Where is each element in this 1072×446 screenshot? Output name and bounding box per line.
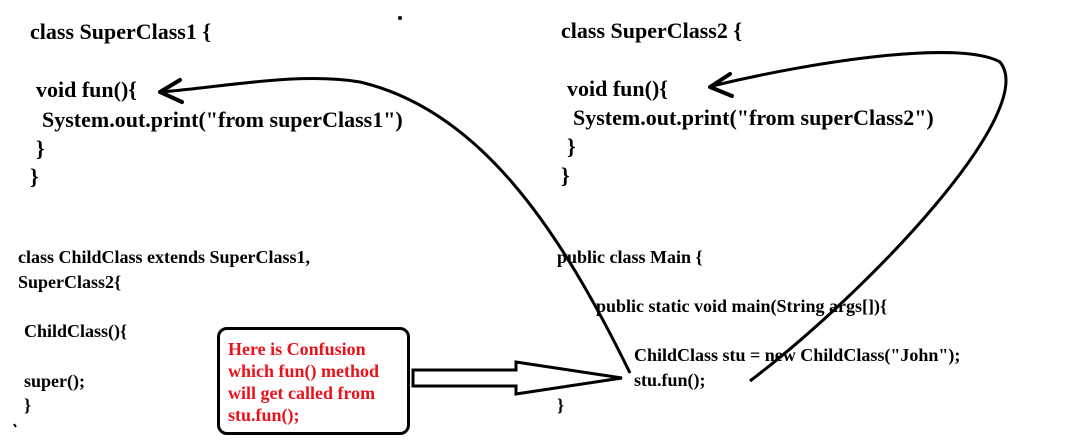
superclass2-close-class: } [561,163,570,188]
superclass1-method: void fun(){ [36,77,137,102]
superclass1-close-class: } [30,164,39,189]
childclass-header-line1: class ChildClass extends SuperClass1, [18,247,311,267]
superclass1-header: class SuperClass1 { [30,19,212,44]
callout-line-4: stu.fun(); [228,405,300,425]
callout-line-1: Here is Confusion [228,339,366,359]
childclass-super-call: super(); [24,371,85,391]
superclass1-print: System.out.print("from superClass1") [42,107,403,132]
confusion-callout: Here is Confusion which fun() method wil… [217,327,410,435]
superclass2-close-method: } [567,134,576,159]
stray-dot [398,16,402,20]
main-method-header: public static void main(String args[]){ [596,296,888,316]
main-line-stu-fun: stu.fun(); [634,370,706,390]
main-class-header: public class Main { [557,247,703,267]
arrowhead-superclass1-fun [158,78,184,104]
callout-line-2: which fun() method [228,361,380,381]
arrow-to-superclass1-fun [161,77,632,374]
arrowhead-superclass2-fun [708,72,734,98]
main-line-new-child: ChildClass stu = new ChildClass("John"); [634,345,961,365]
superclass2-print: System.out.print("from superClass2") [573,105,934,130]
superclass1-close-method: } [36,136,45,161]
superclass2-header: class SuperClass2 { [561,18,743,43]
callout-line-3: will get called from [228,383,376,403]
callout-pointer-arrow [411,360,623,396]
stray-tick [13,423,17,428]
childclass-constructor: ChildClass(){ [24,321,128,341]
childclass-header-line2: SuperClass2{ [18,272,122,292]
childclass-close-constructor: } [24,395,32,415]
superclass2-method: void fun(){ [567,76,668,101]
arrow-to-superclass2-fun [711,51,1008,383]
main-close-brace: } [557,395,565,415]
